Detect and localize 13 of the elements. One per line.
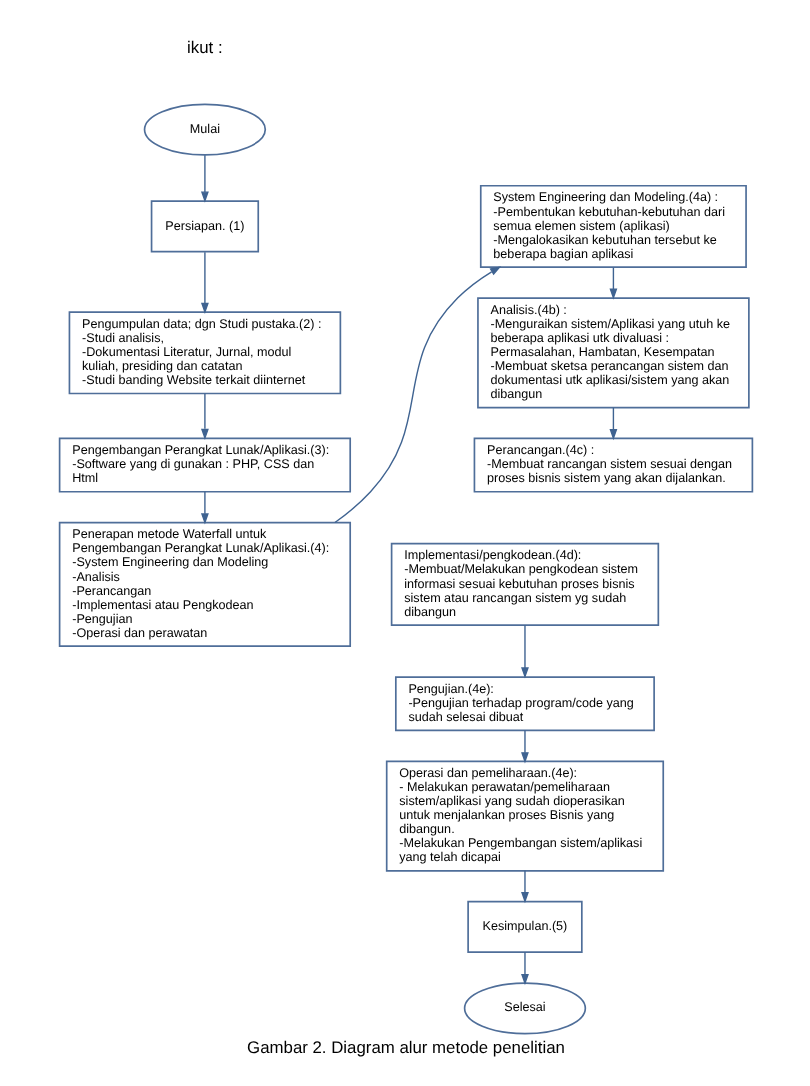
arrow xyxy=(199,154,208,203)
arrow xyxy=(520,870,528,904)
arrow xyxy=(608,406,617,441)
arrow xyxy=(199,393,208,440)
arrow xyxy=(520,624,528,679)
label: ikut : xyxy=(186,36,222,57)
arrow xyxy=(608,266,617,300)
arrow xyxy=(333,266,501,524)
arrow xyxy=(199,251,208,315)
caption: Gambar 2. Diagram alur metode penelitian xyxy=(246,1036,564,1057)
arrow xyxy=(520,951,528,986)
arrow xyxy=(520,729,528,764)
arrow xyxy=(199,491,208,525)
